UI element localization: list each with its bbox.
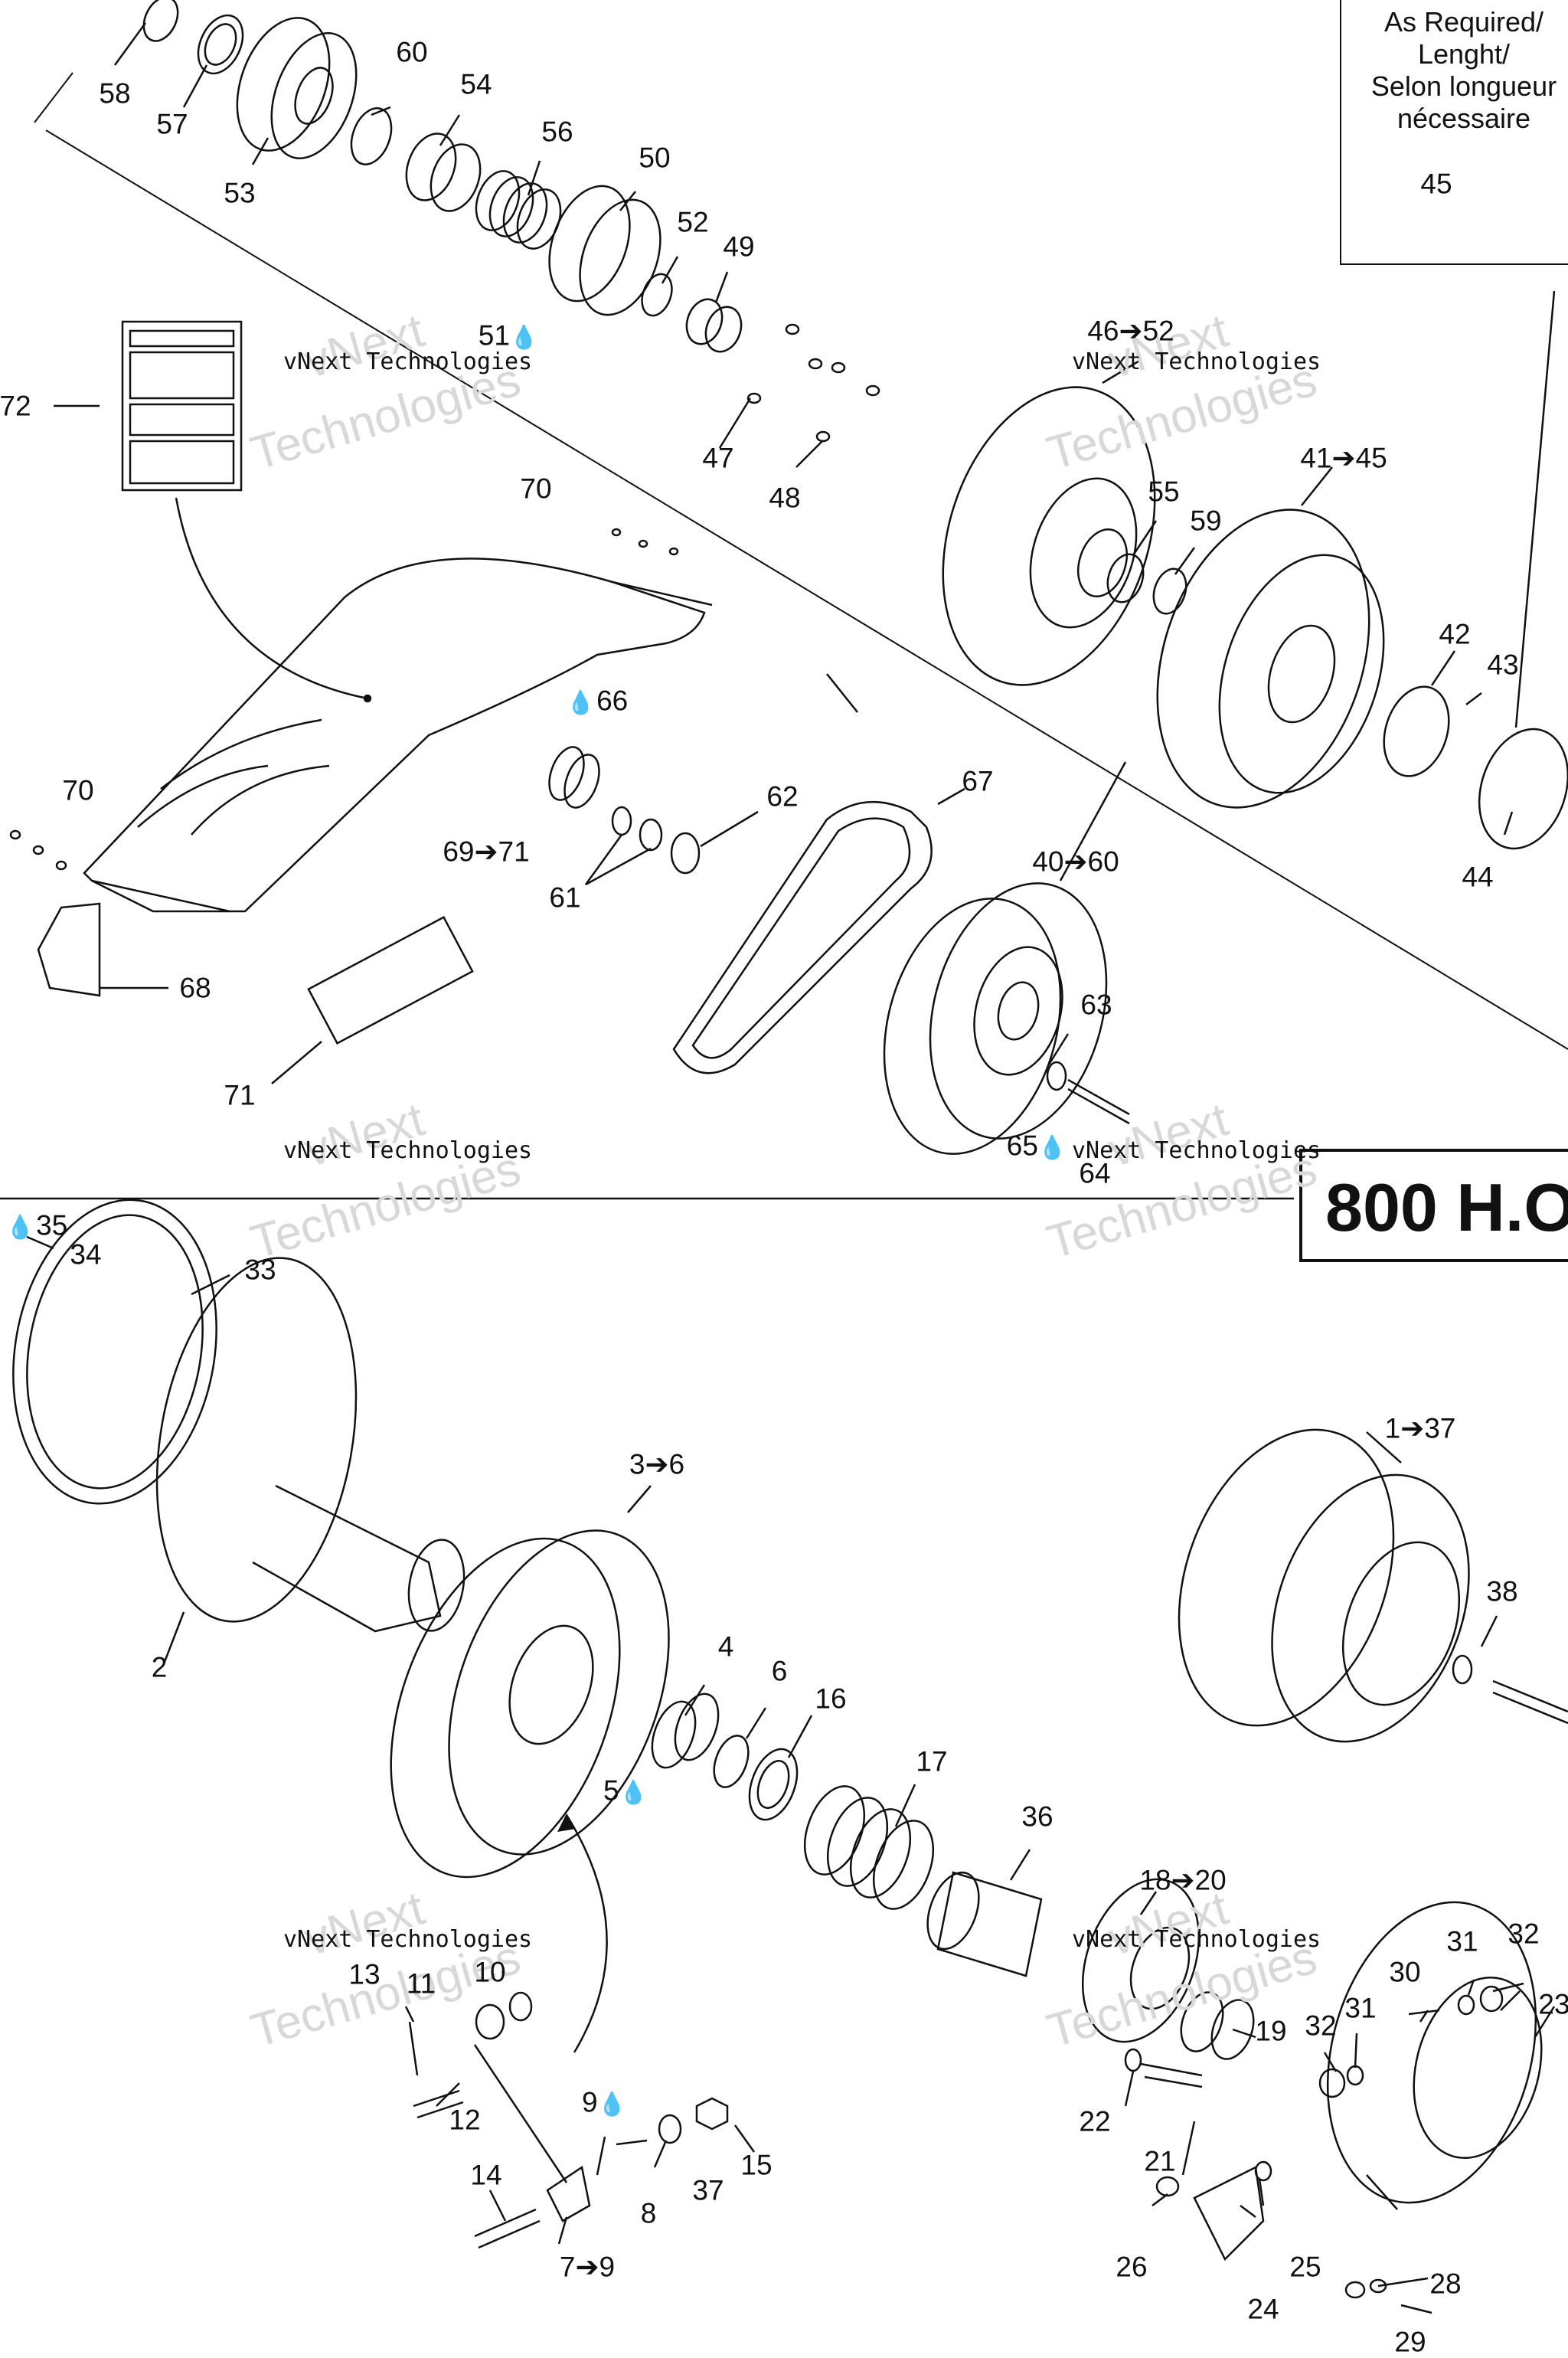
callout-47: 47 xyxy=(702,442,734,474)
oil-drop-icon: 💧 xyxy=(597,2091,626,2118)
callout-12: 12 xyxy=(449,2104,481,2136)
callout-46-52: 46➔52 xyxy=(1087,315,1174,347)
callout-48: 48 xyxy=(769,482,801,514)
oil-drop-icon: 💧 xyxy=(509,325,539,351)
callout-1-37: 1➔37 xyxy=(1384,1412,1456,1444)
callout-35-text: 35 xyxy=(36,1209,68,1241)
callout-58: 58 xyxy=(99,77,131,110)
callout-31-bottom: 31 xyxy=(1344,1992,1377,2024)
note-line-4: nécessaire xyxy=(1396,103,1531,134)
callout-19: 19 xyxy=(1255,2015,1287,2047)
callout-72: 72 xyxy=(0,390,31,422)
callout-22: 22 xyxy=(1079,2105,1111,2137)
callout-8: 8 xyxy=(640,2197,657,2229)
callout-62: 62 xyxy=(766,780,799,813)
callout-13: 13 xyxy=(348,1958,381,1990)
callout-63: 63 xyxy=(1080,989,1112,1021)
callout-42: 42 xyxy=(1439,618,1471,650)
callout-68: 68 xyxy=(179,972,211,1004)
callout-50: 50 xyxy=(639,142,671,174)
model-label: 800 H.O xyxy=(1325,1169,1568,1245)
watermark-small: vNext Technologies xyxy=(1072,348,1321,375)
callout-16: 16 xyxy=(815,1683,847,1715)
callout-9-text: 9 xyxy=(582,2086,598,2118)
watermark-small: vNext Technologies xyxy=(283,1137,533,1164)
oil-drop-icon: 💧 xyxy=(566,690,596,716)
callout-60: 60 xyxy=(396,36,428,68)
callout-70-top: 70 xyxy=(520,473,552,505)
callout-30: 30 xyxy=(1389,1956,1421,1988)
callout-66: 💧66 xyxy=(567,687,629,715)
callout-41-45: 41➔45 xyxy=(1300,442,1387,474)
callout-25: 25 xyxy=(1289,2251,1321,2283)
callout-10: 10 xyxy=(474,1956,506,1988)
callout-53: 53 xyxy=(224,177,256,209)
callout-51-text: 51 xyxy=(478,319,510,352)
callout-61: 61 xyxy=(549,881,581,914)
callout-17: 17 xyxy=(916,1745,948,1777)
callout-56: 56 xyxy=(541,116,573,148)
callout-71: 71 xyxy=(224,1079,256,1111)
watermark-small: vNext Technologies xyxy=(1072,1137,1321,1164)
callout-15: 15 xyxy=(740,2149,773,2181)
model-label-box: 800 H.O xyxy=(1299,1149,1568,1262)
callout-33: 33 xyxy=(244,1254,276,1286)
callout-65-text: 65 xyxy=(1006,1130,1038,1162)
callout-45: 45 xyxy=(1420,168,1452,200)
callout-43: 43 xyxy=(1487,649,1519,681)
callout-66-text: 66 xyxy=(596,685,629,717)
callout-65: 65💧 xyxy=(1007,1132,1069,1160)
callout-44: 44 xyxy=(1462,861,1494,893)
callout-26: 26 xyxy=(1116,2251,1148,2283)
callout-35: 💧35 xyxy=(6,1212,68,1240)
callout-2: 2 xyxy=(151,1651,168,1683)
oil-drop-icon: 💧 xyxy=(1037,1135,1067,1161)
callout-70-left: 70 xyxy=(62,774,94,806)
callout-3-6: 3➔6 xyxy=(629,1448,685,1480)
callout-34: 34 xyxy=(70,1238,102,1271)
callout-49: 49 xyxy=(723,231,755,263)
callout-6: 6 xyxy=(771,1655,788,1687)
callout-32-top: 32 xyxy=(1508,1918,1540,1950)
callout-7-9: 7➔9 xyxy=(559,2251,616,2283)
callout-29: 29 xyxy=(1394,2326,1426,2358)
oil-drop-icon: 💧 xyxy=(5,1215,35,1241)
callout-55: 55 xyxy=(1148,476,1180,508)
callout-57: 57 xyxy=(156,108,188,140)
watermark-small: vNext Technologies xyxy=(283,1926,533,1953)
note-line-1: As Required/ xyxy=(1383,6,1544,38)
callout-14: 14 xyxy=(470,2159,502,2191)
length-note-box: As Required/ Lenght/ Selon longueur néce… xyxy=(1340,0,1568,265)
callout-36: 36 xyxy=(1021,1800,1054,1833)
callout-4: 4 xyxy=(717,1630,734,1663)
callout-18-20: 18➔20 xyxy=(1139,1864,1227,1896)
callout-11: 11 xyxy=(406,1967,436,2000)
callout-54: 54 xyxy=(460,68,492,100)
callout-64: 64 xyxy=(1079,1157,1111,1189)
note-line-3: Selon longueur xyxy=(1370,70,1557,102)
callout-23: 23 xyxy=(1538,1988,1568,2020)
callout-32-bottom: 32 xyxy=(1305,2010,1337,2042)
callout-40-60: 40➔60 xyxy=(1032,845,1119,878)
note-line-2: Lenght/ xyxy=(1417,38,1511,70)
callout-21: 21 xyxy=(1144,2145,1176,2177)
callout-31-top: 31 xyxy=(1446,1925,1478,1957)
callout-37: 37 xyxy=(692,2174,724,2206)
watermark-small: vNext Technologies xyxy=(1072,1926,1321,1953)
callout-69-71: 69➔71 xyxy=(443,836,530,868)
callout-51: 51💧 xyxy=(479,322,541,350)
callout-59: 59 xyxy=(1190,505,1222,537)
callout-52: 52 xyxy=(677,206,709,238)
callout-38: 38 xyxy=(1486,1575,1518,1607)
callout-28: 28 xyxy=(1429,2268,1462,2300)
oil-drop-icon: 💧 xyxy=(619,1780,648,1806)
callout-67: 67 xyxy=(962,765,994,797)
callout-5: 5💧 xyxy=(603,1777,649,1805)
callout-9: 9💧 xyxy=(582,2088,628,2117)
watermark-small: vNext Technologies xyxy=(283,348,533,375)
callout-5-text: 5 xyxy=(603,1774,619,1807)
callout-24: 24 xyxy=(1247,2293,1279,2325)
